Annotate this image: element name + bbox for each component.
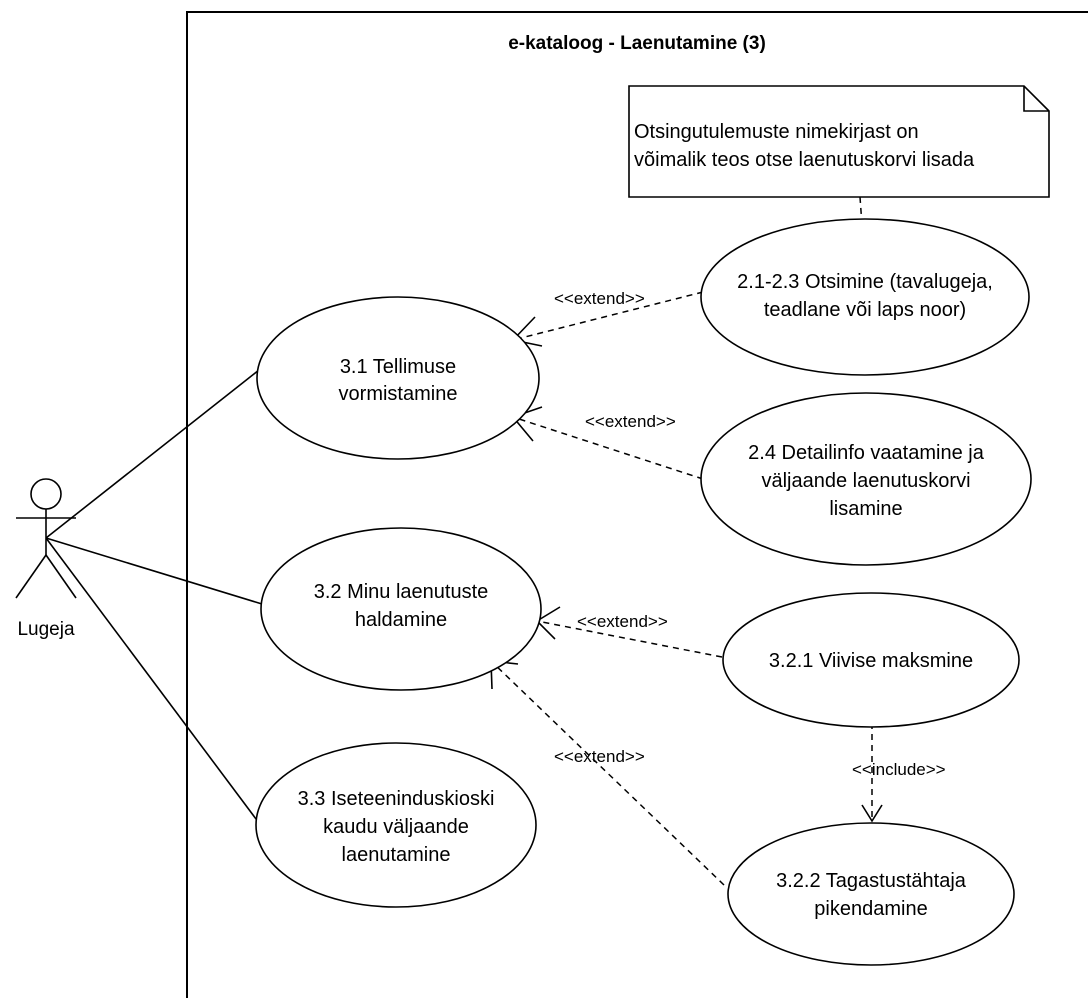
use-case-3-1: 3.1 Tellimuse vormistamine [256, 296, 540, 460]
use-case-3-3: 3.3 Iseteeninduskioski kaudu väljaande l… [255, 742, 537, 908]
association-to-uc31 [45, 369, 260, 539]
note-line-1: Otsingutulemuste nimekirjast on [634, 121, 919, 143]
actor-lugeja: Lugeja [15, 478, 77, 640]
use-case-2-1-line-1: 2.1-2.3 Otsimine (tavalugeja, [737, 271, 993, 293]
use-case-2-4-line-3: lisamine [829, 498, 902, 520]
extend-label-2: <<extend>> [585, 412, 676, 431]
use-case-3-1-line-2: vormistamine [339, 383, 458, 405]
use-case-2-4-line-1: 2.4 Detailinfo vaatamine ja [748, 442, 985, 464]
actor-left-leg [15, 554, 47, 599]
note-fold-corner [1023, 86, 1049, 112]
use-case-3-2-1: 3.2.1 Viivise maksmine [722, 592, 1020, 728]
use-case-3-3-line-1: 3.3 Iseteeninduskioski [298, 788, 495, 810]
actor-label: Lugeja [17, 619, 74, 640]
use-case-3-2: 3.2 Minu laenutuste haldamine [260, 527, 542, 691]
use-case-3-1-line-1: 3.1 Tellimuse [340, 356, 456, 378]
actor-head [30, 478, 62, 510]
actor-right-leg [45, 554, 77, 599]
extend-label-3: <<extend>> [577, 612, 668, 631]
association-to-uc33 [45, 537, 260, 824]
use-case-3-2-1-line-1: 3.2.1 Viivise maksmine [769, 650, 973, 672]
use-case-3-3-line-3: laenutamine [342, 844, 451, 866]
use-case-3-2-line-2: haldamine [355, 609, 447, 631]
note-box [628, 85, 1050, 198]
extend-label-1: <<extend>> [554, 289, 645, 308]
use-case-2-4-line-2: väljaande laenutuskorvi [761, 470, 970, 492]
include-label: <<include>> [852, 760, 946, 779]
note-line-2: võimalik teos otse laenutuskorvi lisada [634, 149, 975, 171]
use-case-3-2-2-line-1: 3.2.2 Tagastustähtaja [776, 870, 967, 892]
use-case-2-1-2-3: 2.1-2.3 Otsimine (tavalugeja, teadlane v… [700, 218, 1030, 376]
arrowhead-include [861, 804, 883, 823]
use-case-3-3-line-2: kaudu väljaande [323, 816, 469, 838]
extend-viivis-to-haldamine [536, 620, 723, 658]
system-title: e-kataloog - Laenutamine (3) [508, 33, 766, 54]
system-boundary [186, 11, 1088, 998]
use-case-2-4: 2.4 Detailinfo vaatamine ja väljaande la… [700, 392, 1032, 566]
use-case-3-2-line-1: 3.2 Minu laenutuste [314, 581, 489, 603]
use-case-3-2-2: 3.2.2 Tagastustähtaja pikendamine [727, 822, 1015, 966]
extend-tagastus-to-haldamine [490, 660, 725, 886]
extend-detailinfo-to-tellimus [512, 416, 704, 480]
extend-label-4: <<extend>> [554, 747, 645, 766]
use-case-2-1-line-2: teadlane või laps noor) [764, 299, 966, 321]
association-to-uc32 [45, 537, 263, 605]
use-case-3-2-2-line-2: pikendamine [814, 898, 927, 920]
